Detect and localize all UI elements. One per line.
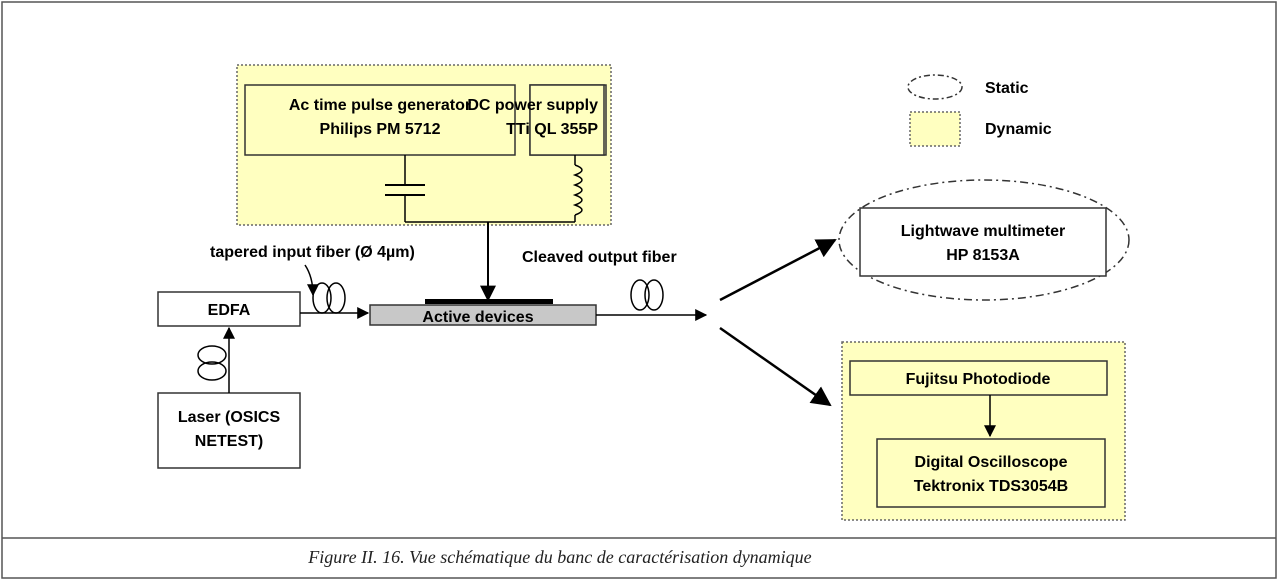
multimeter-box [859, 207, 1107, 277]
fiber-coil-icon-input-a [312, 282, 332, 314]
fiber-coil-icon-laser-a [197, 345, 227, 365]
pulse-generator-line2: Philips PM 5712 [320, 121, 441, 138]
branch-to-photodiode-arrow [719, 326, 832, 407]
oscilloscope-box [876, 438, 1106, 508]
laser-line2: NETEST) [195, 433, 263, 450]
dc-supply-box-edge [529, 84, 605, 156]
branch-to-multimeter-arrow [719, 238, 837, 302]
photodiode-label: Fujitsu Photodiode [906, 371, 1051, 388]
dc-supply-line2: TTi QL 355P [506, 121, 598, 138]
input-fiber-pointer [304, 264, 319, 297]
laser-line1: Laser (OSICS [178, 409, 281, 426]
static-group-multimeter [838, 179, 1130, 301]
fiber-coil-icon-output-a [630, 279, 650, 311]
input-fiber-label: tapered input fiber (Ø 4µm) [210, 244, 415, 261]
oscilloscope-line2: Tektronix TDS3054B [914, 478, 1068, 495]
electrode-bar [425, 299, 553, 304]
inductor-coil-icon [572, 164, 583, 216]
legend-dynamic-label: Dynamic [985, 121, 1052, 138]
dc-supply-line1: DC power supply [467, 97, 598, 114]
multimeter-line1: Lightwave multimeter [901, 223, 1065, 240]
fiber-coil-icon-input-b [326, 282, 346, 314]
fiber-coil-icon-laser-b [197, 361, 227, 381]
legend-static-symbol [907, 74, 963, 100]
active-devices-label: Active devices [422, 309, 533, 326]
legend-static-label: Static [985, 80, 1029, 97]
pulse-generator-box [244, 84, 516, 156]
fiber-coil-icon-output-b [644, 279, 664, 311]
edfa-box [157, 291, 301, 327]
legend-dynamic-symbol [909, 111, 961, 147]
multimeter-line2: HP 8153A [946, 247, 1020, 264]
oscilloscope-line1: Digital Oscilloscope [915, 454, 1068, 471]
laser-box [157, 392, 301, 469]
photodiode-box [849, 360, 1108, 396]
figure-caption: Figure II. 16. Vue schématique du banc d… [307, 547, 811, 567]
pulse-generator-line1: Ac time pulse generator [289, 97, 471, 114]
output-fiber-label: Cleaved output fiber [522, 249, 677, 266]
edfa-label: EDFA [208, 302, 251, 319]
